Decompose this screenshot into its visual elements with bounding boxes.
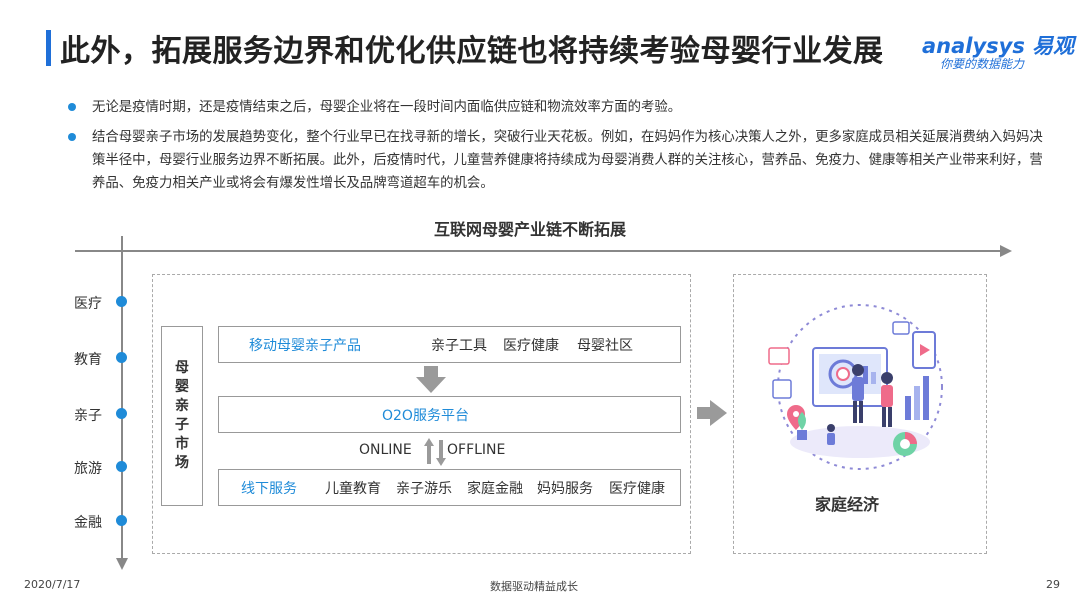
- family-economy-illustration: [768, 304, 943, 470]
- category-dot-icon: [116, 408, 127, 419]
- title-accent-bar: [46, 30, 51, 66]
- logo-tagline: 你要的数据能力: [940, 57, 1025, 71]
- horizontal-axis: [75, 250, 1005, 252]
- diagram-title: 互联网母婴产业链不断拓展: [434, 220, 627, 239]
- arrow-right-icon: [1000, 245, 1012, 257]
- row-title: 线下服务: [241, 481, 297, 497]
- o2o-platform-row: O2O服务平台: [218, 396, 681, 433]
- row-item: 家庭金融: [467, 481, 523, 497]
- arrow-down-block-icon: [416, 366, 446, 393]
- row-item: 儿童教育: [325, 481, 381, 497]
- category-dot-icon: [116, 515, 127, 526]
- industry-chain-panel: [152, 274, 691, 554]
- row-item: 亲子游乐: [396, 481, 452, 497]
- row-item: 医疗健康: [609, 481, 665, 497]
- market-label-box: 母婴亲子市场: [161, 326, 203, 506]
- brand-logo: analysys 易观 你要的数据能力: [922, 30, 1074, 74]
- category-label: 教育: [74, 352, 102, 368]
- mobile-products-row: 移动母婴亲子产品 亲子工具 医疗健康 母婴社区: [218, 326, 681, 363]
- arrow-right-block-icon: [697, 400, 727, 426]
- bullet-text: 无论是疫情时期，还是疫情结束之后，母婴企业将在一段时间内面临供应链和物流效率方面…: [92, 100, 682, 115]
- row-title: 移动母婴亲子产品: [249, 338, 361, 354]
- footer-date: 2020/7/17: [24, 578, 81, 591]
- bidirectional-arrow-icon: [424, 438, 446, 466]
- offline-services-row: 线下服务 儿童教育 亲子游乐 家庭金融 妈妈服务 医疗健康: [218, 469, 681, 506]
- page-number: 29: [1046, 578, 1060, 591]
- vertical-axis: [121, 236, 123, 562]
- category-label: 医疗: [74, 296, 102, 312]
- category-label: 金融: [74, 515, 102, 531]
- category-dot-icon: [116, 461, 127, 472]
- footer-slogan: 数据驱动精益成长: [490, 580, 578, 593]
- bullet-dot-icon: [68, 103, 76, 111]
- family-economy-panel: [733, 274, 987, 554]
- row-title: O2O服务平台: [382, 408, 469, 424]
- online-label: ONLINE: [359, 442, 412, 458]
- page-title: 此外，拓展服务边界和优化供应链也将持续考验母婴行业发展: [60, 34, 884, 69]
- category-label: 亲子: [74, 408, 102, 424]
- arrow-down-icon: [116, 558, 128, 570]
- row-item: 亲子工具: [431, 338, 487, 354]
- category-label: 旅游: [74, 461, 102, 477]
- row-item: 妈妈服务: [537, 481, 593, 497]
- offline-label: OFFLINE: [447, 442, 506, 458]
- bullet-dot-icon: [68, 133, 76, 141]
- family-economy-label: 家庭经济: [815, 495, 880, 514]
- category-dot-icon: [116, 296, 127, 307]
- row-item: 母婴社区: [577, 338, 633, 354]
- bullet-item: 结合母婴亲子市场的发展趋势变化，整个行业早已在找寻新的增长，突破行业天花板。例如…: [68, 126, 1058, 196]
- market-label: 母婴亲子市场: [175, 360, 189, 471]
- logo-main-text: analysys 易观: [922, 34, 1075, 58]
- bullet-text: 结合母婴亲子市场的发展趋势变化，整个行业早已在找寻新的增长，突破行业天花板。例如…: [92, 130, 1043, 191]
- category-dot-icon: [116, 352, 127, 363]
- bullet-item: 无论是疫情时期，还是疫情结束之后，母婴企业将在一段时间内面临供应链和物流效率方面…: [68, 96, 1058, 119]
- row-item: 医疗健康: [503, 338, 559, 354]
